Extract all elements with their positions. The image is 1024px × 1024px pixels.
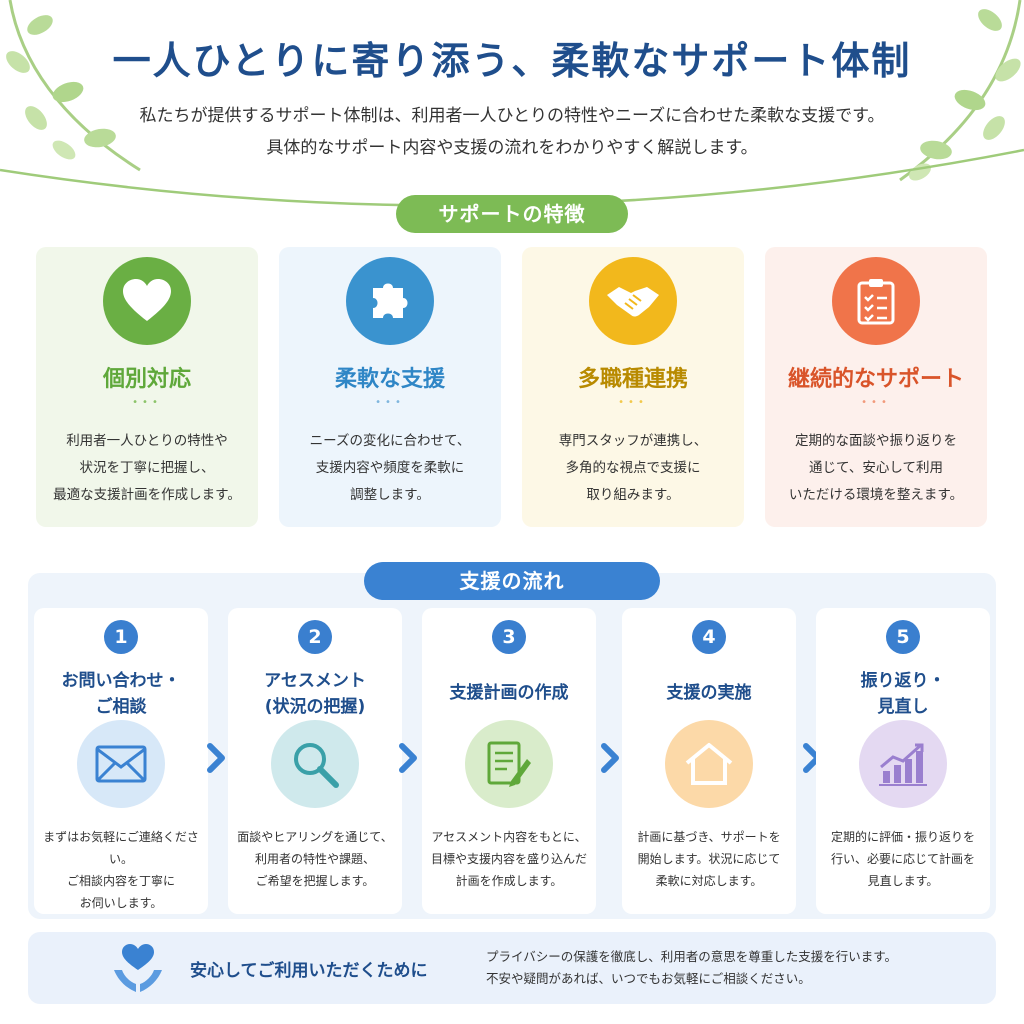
reassurance-heading: 安心してご利用いただくために [190, 961, 428, 981]
step-desc-line: アセスメント内容をもとに、 [431, 830, 587, 844]
step-name: 支援計画の作成 [422, 680, 596, 706]
feature-card-flexible: 柔軟な支援 ••• ニーズの変化に合わせて、 支援内容や頻度を柔軟に 調整します… [279, 247, 501, 527]
step-desc-line: ご相談内容を丁寧に [66, 874, 175, 888]
step-description: アセスメント内容をもとに、 目標や支援内容を盛り込んだ 計画を作成します。 [422, 826, 596, 892]
step-name-line: 支援の実施 [666, 683, 752, 703]
feature-desc-line: いただける環境を整えます。 [788, 487, 964, 503]
feature-desc-line: 取り組みます。 [586, 487, 680, 503]
feature-dots: ••• [375, 397, 405, 408]
leaf-vine-right-decoration [899, 0, 1022, 182]
leaf-vine-left-decoration [6, 0, 141, 172]
lead-text: 私たちが提供するサポート体制は、利用者一人ひとりの特性やニーズに合わせた柔軟な支… [0, 100, 1024, 164]
step-desc-line: 面談やヒアリングを通じて、 [237, 830, 393, 844]
step-desc-line: 計画に基づき、サポートを [637, 830, 781, 844]
clipboard-icon [832, 257, 920, 345]
step-number: 3 [492, 620, 526, 654]
feature-name: 柔軟な支援 [334, 367, 445, 392]
feature-description: 専門スタッフが連携し、 多角的な視点で支援に 取り組みます。 [522, 428, 744, 509]
step-number: 2 [298, 620, 332, 654]
step-name-line: 見直し [877, 697, 929, 717]
step-desc-line: 定期的に評価・振り返りを [830, 830, 975, 844]
feature-dots: ••• [618, 397, 648, 408]
step-description: まずはお気軽にご連絡ください。 ご相談内容を丁寧に お伺いします。 [34, 826, 208, 914]
flow-step-2: 2 アセスメント (状況の把握) 面談やヒアリングを通じて、 利用者の特性や課題… [228, 608, 402, 914]
step-name: アセスメント (状況の把握) [228, 668, 402, 720]
step-name-line: (状況の把握) [264, 697, 366, 717]
reassurance-text-line: プライバシーの保護を徹底し、利用者の意思を尊重した支援を行います。 [486, 949, 898, 964]
step-desc-line: ご希望を把握します。 [255, 874, 375, 888]
step-name-line: ご相談 [95, 697, 147, 717]
step-desc-line: 行い、必要に応じて計画を [830, 852, 975, 866]
flow-step-5: 5 振り返り・ 見直し 定期的に評価・振り返りを 行い、必要に応じて計画を 見直… [816, 608, 990, 914]
step-name-line: アセスメント [264, 671, 366, 691]
magnifier-icon [271, 720, 359, 808]
feature-desc-line: 定期的な面談や振り返りを [795, 433, 957, 449]
feature-desc-line: 利用者一人ひとりの特性や [66, 433, 228, 449]
house-icon [665, 720, 753, 808]
feature-description: 定期的な面談や振り返りを 通じて、安心して利用 いただける環境を整えます。 [765, 428, 987, 509]
feature-name: 継続的なサポート [787, 367, 964, 392]
step-name-line: 支援計画の作成 [449, 683, 569, 703]
feature-card-continuous: 継続的なサポート ••• 定期的な面談や振り返りを 通じて、安心して利用 いただ… [765, 247, 987, 527]
feature-desc-line: ニーズの変化に合わせて、 [309, 433, 471, 449]
step-desc-line: 柔軟に対応します。 [655, 874, 763, 888]
feature-desc-line: 専門スタッフが連携し、 [558, 433, 708, 449]
features-section-heading: サポートの特徴 [396, 195, 628, 233]
feature-desc-line: 調整します。 [350, 487, 430, 503]
features-grid: 個別対応 ••• 利用者一人ひとりの特性や 状況を丁寧に把握し、 最適な支援計画… [36, 247, 988, 527]
chevron-right-icon [207, 743, 225, 773]
step-name: お問い合わせ・ ご相談 [34, 668, 208, 720]
feature-desc-line: 最適な支援計画を作成します。 [53, 487, 241, 503]
bar-chart-icon [859, 720, 947, 808]
feature-description: 利用者一人ひとりの特性や 状況を丁寧に把握し、 最適な支援計画を作成します。 [36, 428, 258, 509]
feature-name: 個別対応 [102, 367, 191, 392]
step-name-line: 振り返り・ [860, 671, 946, 691]
flow-section-heading: 支援の流れ [364, 562, 660, 600]
lead-line-1: 私たちが提供するサポート体制は、利用者一人ひとりの特性やニーズに合わせた柔軟な支… [139, 106, 885, 126]
chevron-right-icon [399, 743, 417, 773]
document-pen-icon [465, 720, 553, 808]
step-desc-line: 見直します。 [867, 874, 939, 888]
step-name: 振り返り・ 見直し [816, 668, 990, 720]
step-desc-line: お伺いします。 [79, 896, 163, 910]
feature-card-collaboration: 多職種連携 ••• 専門スタッフが連携し、 多角的な視点で支援に 取り組みます。 [522, 247, 744, 527]
step-description: 面談やヒアリングを通じて、 利用者の特性や課題、 ご希望を把握します。 [228, 826, 402, 892]
step-name-line: お問い合わせ・ [61, 671, 181, 691]
reassurance-text-line: 不安や疑問があれば、いつでもお気軽にご相談ください。 [486, 971, 811, 986]
handshake-icon [589, 257, 677, 345]
reassurance-banner: 安心してご利用いただくために プライバシーの保護を徹底し、利用者の意思を尊重した… [28, 932, 996, 1004]
step-description: 定期的に評価・振り返りを 行い、必要に応じて計画を 見直します。 [816, 826, 990, 892]
step-number: 5 [886, 620, 920, 654]
heart-hands-icon [114, 944, 162, 992]
flow-step-3: 3 支援計画の作成 アセスメント内容をもとに、 目標や支援内容を盛り込んだ 計画… [422, 608, 596, 914]
heart-icon [103, 257, 191, 345]
step-number: 1 [104, 620, 138, 654]
feature-desc-line: 多角的な視点で支援に [565, 460, 701, 476]
step-name: 支援の実施 [622, 680, 796, 706]
feature-dots: ••• [861, 397, 891, 408]
step-desc-line: 開始します。状況に応じて [637, 852, 781, 866]
step-description: 計画に基づき、サポートを 開始します。状況に応じて 柔軟に対応します。 [622, 826, 796, 892]
step-desc-line: 目標や支援内容を盛り込んだ [430, 852, 587, 866]
step-desc-line: まずはお気軽にご連絡ください。 [43, 830, 199, 866]
flow-step-1: 1 お問い合わせ・ ご相談 まずはお気軽にご連絡ください。 ご相談内容を丁寧に … [34, 608, 208, 914]
feature-desc-line: 通じて、安心して利用 [809, 460, 943, 476]
page-title: 一人ひとりに寄り添う、柔軟なサポート体制 [112, 39, 912, 83]
step-desc-line: 計画を作成します。 [455, 874, 563, 888]
step-number: 4 [692, 620, 726, 654]
feature-dots: ••• [132, 397, 162, 408]
flow-step-4: 4 支援の実施 計画に基づき、サポートを 開始します。状況に応じて 柔軟に対応し… [622, 608, 796, 914]
feature-desc-line: 支援内容や頻度を柔軟に [315, 460, 465, 476]
feature-name: 多職種連携 [577, 367, 688, 392]
step-desc-line: 利用者の特性や課題、 [254, 852, 375, 866]
puzzle-icon [346, 257, 434, 345]
reassurance-text: プライバシーの保護を徹底し、利用者の意思を尊重した支援を行います。 不安や疑問が… [486, 946, 897, 990]
feature-desc-line: 状況を丁寧に把握し、 [79, 460, 215, 476]
feature-description: ニーズの変化に合わせて、 支援内容や頻度を柔軟に 調整します。 [279, 428, 501, 509]
lead-line-2: 具体的なサポート内容や支援の流れをわかりやすく解説します。 [266, 138, 758, 158]
envelope-icon [77, 720, 165, 808]
chevron-right-icon [601, 743, 619, 773]
feature-card-individual: 個別対応 ••• 利用者一人ひとりの特性や 状況を丁寧に把握し、 最適な支援計画… [36, 247, 258, 527]
